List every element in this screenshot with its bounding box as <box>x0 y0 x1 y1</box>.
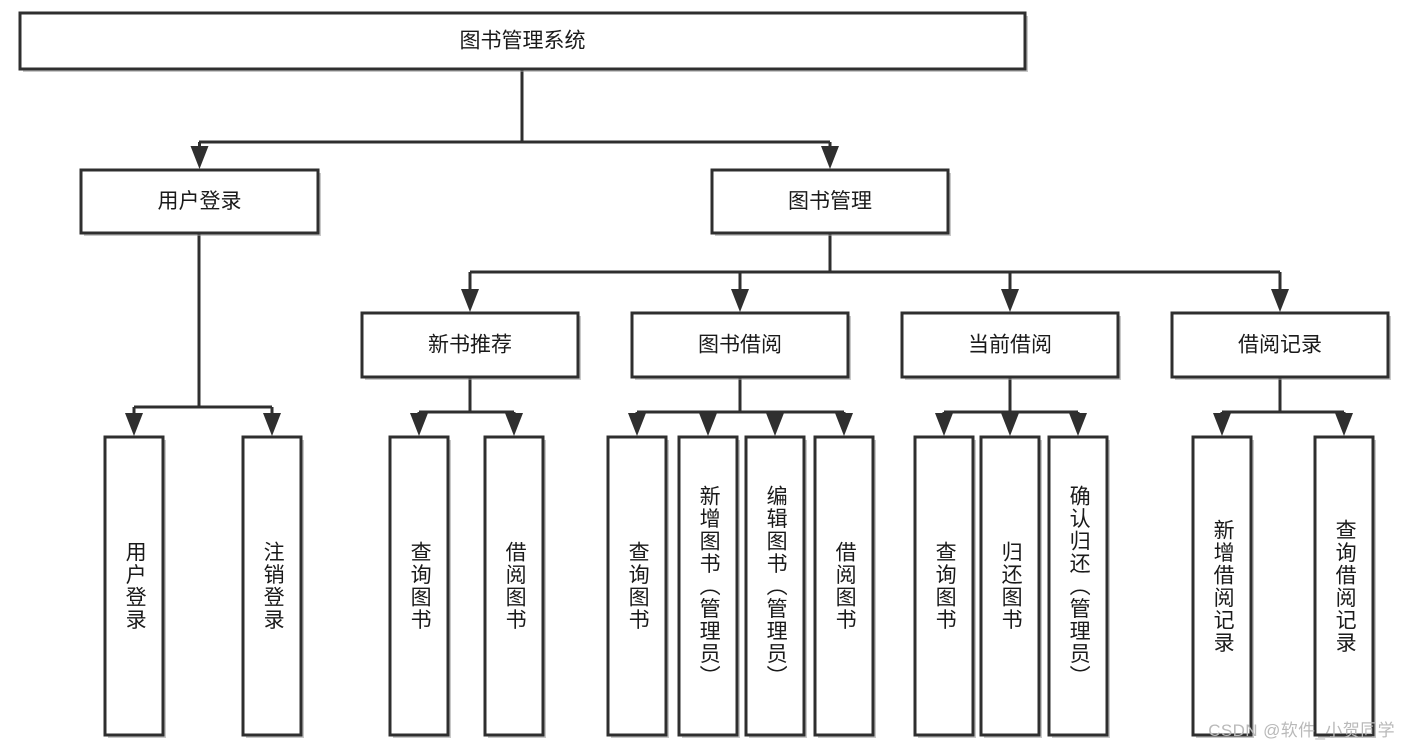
arrow-book-borrow-to-l3b-2 <box>699 412 717 436</box>
arrow-head-icon <box>821 146 839 169</box>
arrow-head-icon <box>263 413 281 436</box>
connector-group-bus-book-borrow <box>637 377 844 414</box>
node-box-book-manage[interactable] <box>710 168 950 235</box>
node-box-l3b-4[interactable] <box>813 435 875 737</box>
arrow-head-icon <box>1001 413 1019 436</box>
arrow-head-icon <box>1001 289 1019 312</box>
node-box-l3c-1[interactable] <box>913 435 975 737</box>
arrow-book-borrow-to-l3b-4 <box>835 412 853 436</box>
node-box-l3b-2[interactable] <box>677 435 739 737</box>
arrow-head-icon <box>1069 413 1087 436</box>
arrow-current-borrow-to-l3c-1 <box>935 412 953 436</box>
node-label-book-borrow: 图书借阅 <box>698 334 782 357</box>
connector-group-bus-root <box>199 69 830 144</box>
arrow-head-icon <box>410 413 428 436</box>
node-box-user-login[interactable] <box>79 168 320 235</box>
node-box-l3d-1[interactable] <box>1191 435 1253 737</box>
node-box-l3b-3[interactable] <box>744 435 806 737</box>
node-label-new-book-rec: 新书推荐 <box>428 334 512 357</box>
arrow-head-icon <box>766 413 784 436</box>
arrow-borrow-record-to-l3d-1 <box>1213 412 1231 436</box>
arrow-head-icon <box>1213 413 1231 436</box>
arrow-root-to-user-login <box>190 142 209 169</box>
connector-group-bus-borrow-record <box>1222 377 1344 414</box>
arrow-head-icon <box>1271 289 1289 312</box>
node-box-l3b-1[interactable] <box>606 435 668 737</box>
arrow-book-borrow-to-l3b-3 <box>766 412 784 436</box>
connector-group-bus-user-login <box>134 233 272 409</box>
boxes-layer <box>18 11 1391 738</box>
connectors-layer <box>125 69 1353 436</box>
arrow-user-login-to-logout-leaf <box>263 407 281 436</box>
node-box-book-borrow[interactable] <box>630 311 850 379</box>
node-label-root: 图书管理系统 <box>460 30 586 53</box>
arrow-head-icon <box>699 413 717 436</box>
arrow-book-manage-to-book-borrow <box>731 272 749 312</box>
arrow-new-book-rec-to-l3a-1 <box>410 412 428 436</box>
node-label-book-manage: 图书管理 <box>788 190 872 213</box>
node-box-l3d-2[interactable] <box>1313 435 1375 737</box>
node-box-current-borrow[interactable] <box>900 311 1120 379</box>
arrow-book-manage-to-current-borrow <box>1001 272 1019 312</box>
arrow-current-borrow-to-l3c-3 <box>1069 412 1087 436</box>
node-box-logout-leaf[interactable] <box>241 435 303 737</box>
node-label-user-login: 用户登录 <box>158 190 242 213</box>
node-box-l3c-2[interactable] <box>979 435 1041 737</box>
arrow-new-book-rec-to-l3a-2 <box>505 412 523 436</box>
arrow-borrow-record-to-l3d-2 <box>1335 412 1353 436</box>
arrow-head-icon <box>935 413 953 436</box>
node-label-current-borrow: 当前借阅 <box>968 334 1052 357</box>
arrow-head-icon <box>505 413 523 436</box>
node-box-l3a-1[interactable] <box>388 435 450 737</box>
node-label-borrow-record: 借阅记录 <box>1238 334 1322 357</box>
node-box-new-book-rec[interactable] <box>360 311 580 379</box>
connector-group-bus-book-manage <box>470 233 1280 274</box>
connector-group-bus-current-borrow <box>944 377 1078 414</box>
arrow-head-icon <box>125 413 143 436</box>
arrow-head-icon <box>190 146 209 169</box>
arrow-book-manage-to-new-book-rec <box>461 272 479 312</box>
arrow-book-borrow-to-l3b-1 <box>628 412 646 436</box>
arrow-head-icon <box>1335 413 1353 436</box>
node-box-borrow-record[interactable] <box>1170 311 1390 379</box>
node-box-l3a-2[interactable] <box>483 435 545 737</box>
arrow-head-icon <box>835 413 853 436</box>
arrow-root-to-book-manage <box>821 142 839 169</box>
arrow-head-icon <box>731 289 749 312</box>
connector-group-bus-new-book-rec <box>419 377 514 414</box>
node-box-root[interactable] <box>18 11 1027 71</box>
arrow-book-manage-to-borrow-record <box>1271 272 1289 312</box>
node-box-l3c-3[interactable] <box>1047 435 1109 737</box>
arrow-head-icon <box>628 413 646 436</box>
arrow-current-borrow-to-l3c-2 <box>1001 412 1019 436</box>
arrow-user-login-to-user-login-leaf <box>125 407 143 436</box>
watermark-text: CSDN @软件_小贺同学 <box>1208 721 1395 740</box>
node-box-user-login-leaf[interactable] <box>103 435 165 737</box>
arrow-head-icon <box>461 289 479 312</box>
